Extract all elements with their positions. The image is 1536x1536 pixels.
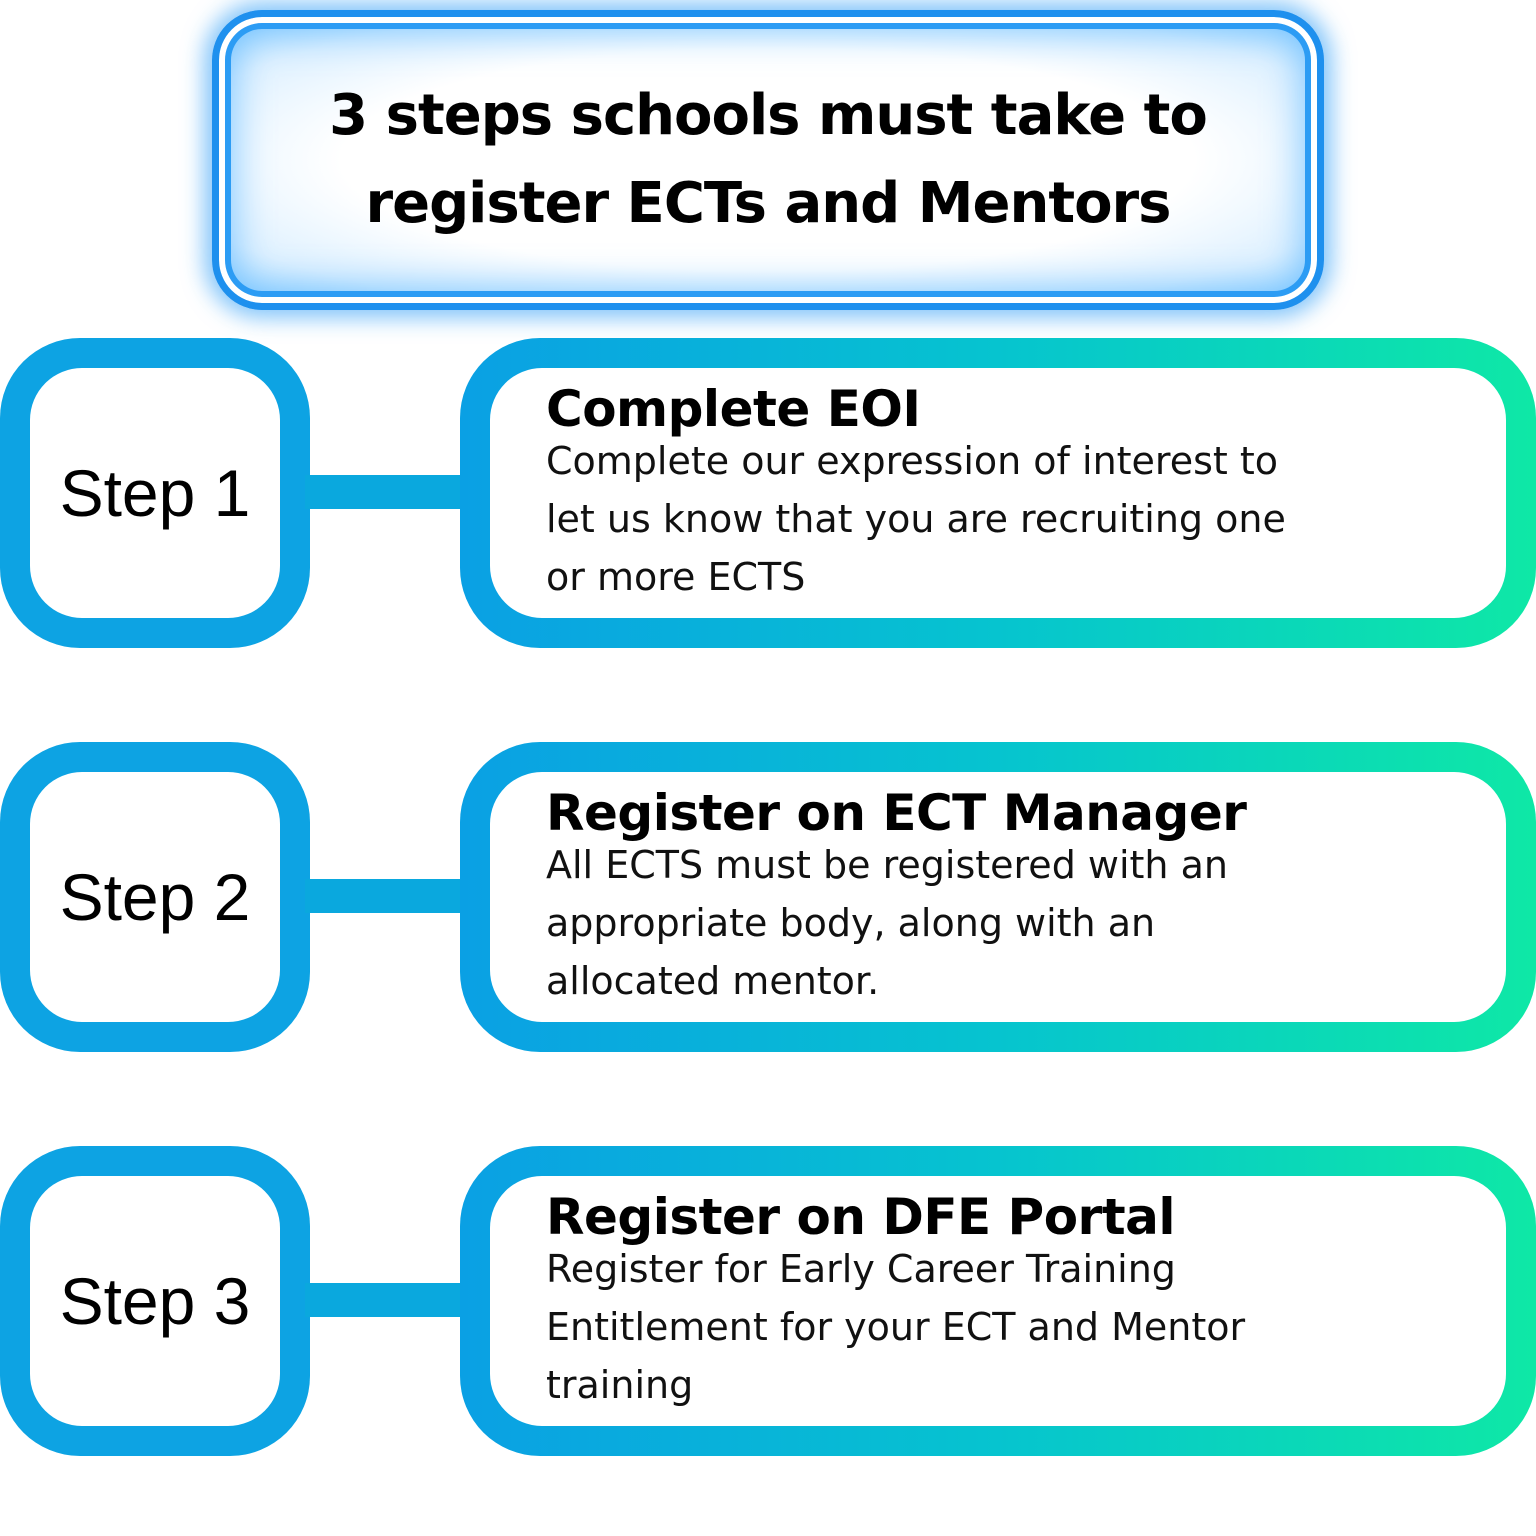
step-3-connector bbox=[305, 1283, 467, 1317]
step-3-badge: Step 3 bbox=[0, 1146, 310, 1456]
step-2-line-1: All ECTS must be registered with an bbox=[546, 843, 1228, 887]
step-1-line-3: or more ECTS bbox=[546, 555, 806, 599]
step-row-3: Step 3 Register on DFE Portal Register f… bbox=[0, 1146, 1536, 1456]
step-3-line-1: Register for Early Career Training bbox=[546, 1247, 1176, 1291]
step-1-connector bbox=[305, 475, 467, 509]
step-3-heading: Register on DFE Portal bbox=[546, 1188, 1176, 1246]
step-2-line-3: allocated mentor. bbox=[546, 959, 880, 1003]
title-line-1: 3 steps schools must take to bbox=[329, 83, 1208, 148]
step-1-badge: Step 1 bbox=[0, 338, 310, 648]
step-1-description: Complete our expression of interest to l… bbox=[546, 432, 1286, 606]
step-2-connector bbox=[305, 879, 467, 913]
step-2-heading: Register on ECT Manager bbox=[546, 784, 1247, 842]
step-1-heading: Complete EOI bbox=[546, 380, 921, 438]
step-row-2: Step 2 Register on ECT Manager All ECTS … bbox=[0, 742, 1536, 1052]
step-2-line-2: appropriate body, along with an bbox=[546, 901, 1156, 945]
step-3-card: Register on DFE Portal Register for Earl… bbox=[460, 1146, 1536, 1456]
step-2-description: All ECTS must be registered with an appr… bbox=[546, 836, 1228, 1010]
step-3-description: Register for Early Career Training Entit… bbox=[546, 1240, 1245, 1414]
title-box: 3 steps schools must take to register EC… bbox=[212, 10, 1324, 310]
step-2-badge: Step 2 bbox=[0, 742, 310, 1052]
step-row-1: Step 1 Complete EOI Complete our express… bbox=[0, 338, 1536, 648]
step-1-line-1: Complete our expression of interest to bbox=[546, 439, 1279, 483]
title-line-2: register ECTs and Mentors bbox=[365, 171, 1171, 236]
step-1-line-2: let us know that you are recruiting one bbox=[546, 497, 1286, 541]
step-2-card: Register on ECT Manager All ECTS must be… bbox=[460, 742, 1536, 1052]
step-3-line-2: Entitlement for your ECT and Mentor bbox=[546, 1305, 1246, 1349]
step-1-label: Step 1 bbox=[59, 456, 251, 530]
page-title: 3 steps schools must take to register EC… bbox=[248, 72, 1288, 248]
step-3-label: Step 3 bbox=[59, 1264, 251, 1338]
step-1-card: Complete EOI Complete our expression of … bbox=[460, 338, 1536, 648]
step-2-label: Step 2 bbox=[59, 860, 251, 934]
step-3-line-3: training bbox=[546, 1363, 694, 1407]
